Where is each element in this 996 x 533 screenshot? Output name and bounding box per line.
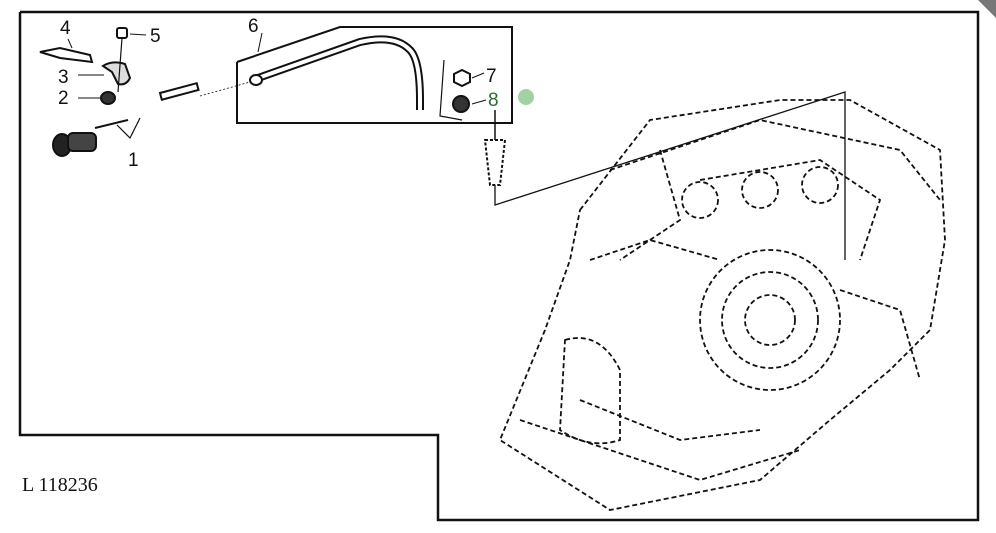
callout-7[interactable]: 7 (486, 66, 497, 87)
engine-block (498, 99, 946, 511)
part-8-fitting (452, 95, 470, 113)
callout-highlight (518, 89, 534, 105)
part-3-clamp (101, 61, 132, 86)
pipe-group-frame (236, 26, 513, 124)
page-corner-icon (978, 0, 996, 18)
diagram-frame (18, 10, 980, 522)
callout-6[interactable]: 6 (248, 16, 259, 37)
part-5-bolt (116, 27, 128, 39)
fitting-group-frame (439, 59, 463, 121)
part-7-nut (453, 68, 471, 88)
callout-8[interactable]: 8 (488, 90, 499, 111)
part-2-nut (100, 91, 116, 105)
callout-3[interactable]: 3 (58, 67, 69, 88)
callout-2[interactable]: 2 (58, 88, 69, 109)
callout-4[interactable]: 4 (60, 18, 71, 39)
adapter-fitting (483, 139, 507, 186)
engine-leader-line (494, 91, 846, 260)
part-1-cable (52, 81, 200, 157)
callout-5[interactable]: 5 (150, 26, 161, 47)
callout-1[interactable]: 1 (128, 150, 139, 171)
figure-id: L 118236 (22, 474, 98, 496)
part-4-bracket (39, 46, 94, 64)
